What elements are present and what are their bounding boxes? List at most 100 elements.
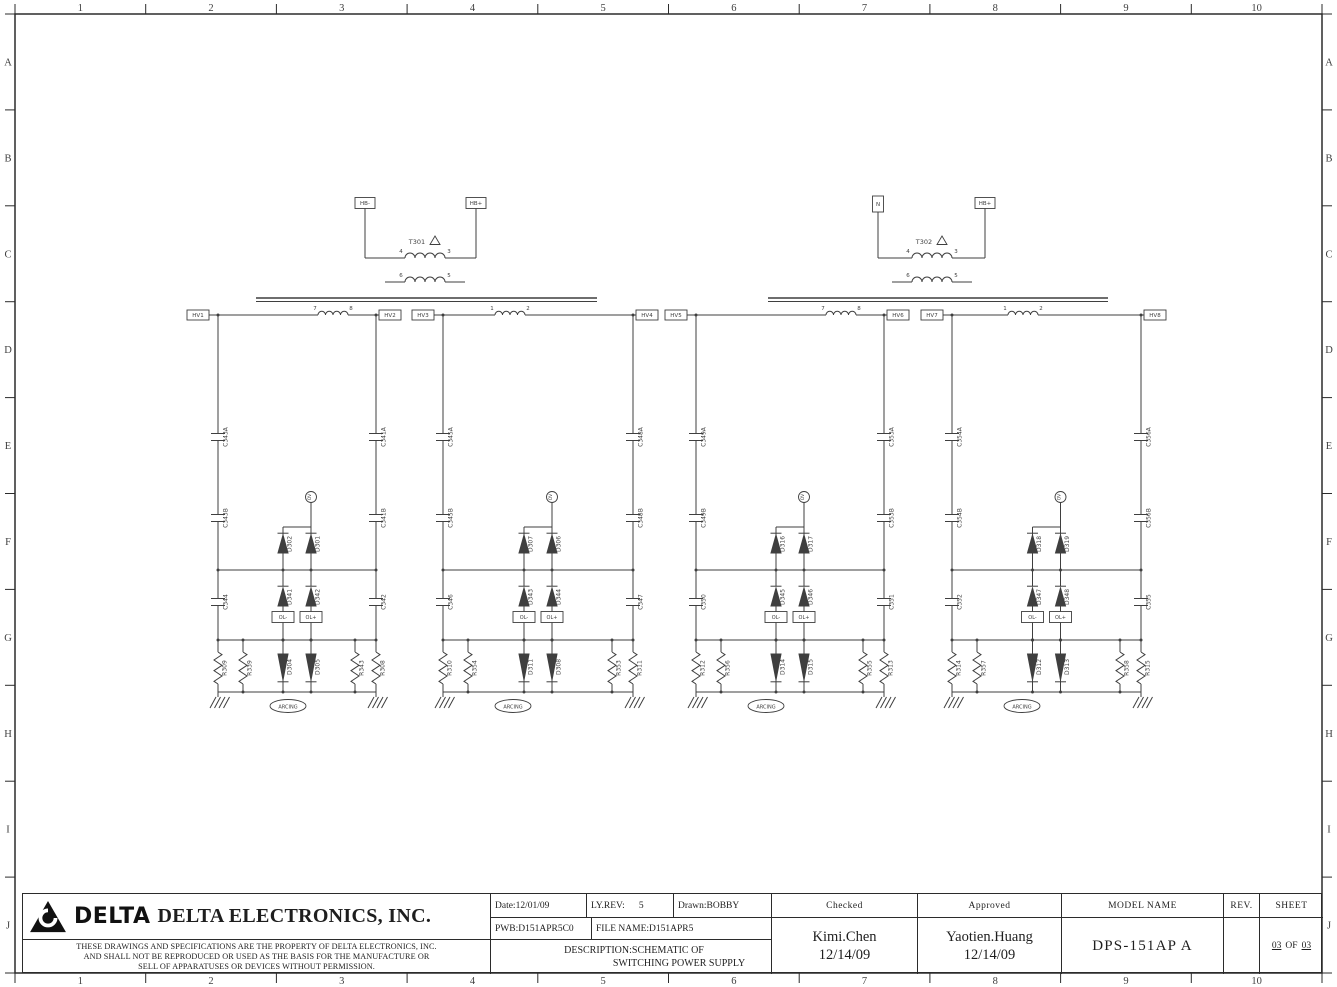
pin-number: 7: [313, 306, 317, 312]
resistor: [691, 651, 701, 685]
component-label: R310: [447, 660, 454, 676]
wire-gap: [1137, 514, 1145, 522]
zone-col-label: 8: [993, 976, 998, 987]
inductor-coil: [825, 310, 857, 316]
junction-dot: [281, 638, 285, 642]
inductor-coil: [1007, 310, 1039, 316]
junction-dot: [694, 568, 698, 572]
zone-col-label: 10: [1251, 3, 1262, 14]
component-label: D342: [315, 589, 322, 605]
resistor: [438, 651, 448, 685]
zone-col-label: 2: [208, 3, 213, 14]
zone-col-label: 4: [470, 976, 476, 987]
warning-triangle-icon: [936, 235, 948, 245]
component-label: D312: [1036, 659, 1043, 675]
junction-dot: [802, 638, 806, 642]
resistor: [371, 651, 381, 685]
component-label: R357: [981, 660, 988, 676]
approved-signature: Yaotien.Huang 12/14/09: [917, 917, 1061, 974]
ov-label: OV: [800, 493, 806, 500]
junction-dot: [882, 638, 886, 642]
description-value: SCHEMATIC OF: [631, 945, 704, 956]
ground-hatch: [372, 696, 379, 709]
junction-dot: [374, 638, 378, 642]
file-name-cell: FILE NAME:D151APR5: [591, 917, 771, 939]
wire-gap: [629, 433, 637, 441]
component-label: R358: [1124, 660, 1131, 676]
zone-col-label: 8: [993, 3, 998, 14]
component-label: R312: [700, 660, 707, 676]
zone-col-label: 5: [601, 3, 606, 14]
junction-dot: [1059, 638, 1062, 642]
drawn-value: BOBBY: [706, 900, 740, 911]
component-label: R339: [247, 660, 254, 676]
component-label: D305: [315, 659, 322, 675]
component-label: C349A: [701, 426, 708, 447]
zone-row-label: G: [4, 633, 12, 644]
zone-col-label: 1: [78, 3, 83, 14]
component-label: D318: [1036, 536, 1043, 552]
component-label: R356: [725, 660, 732, 676]
component-label: R311: [637, 660, 644, 676]
arcing-label: ARCING: [503, 705, 522, 711]
diode: [277, 653, 289, 681]
component-label: C356B: [1146, 508, 1153, 528]
component-label: D307: [528, 536, 535, 552]
wire-gap: [880, 598, 888, 606]
hv-terminal-label: HV2: [384, 313, 395, 319]
hv-terminal-label: HV6: [892, 313, 904, 319]
pin-number: 4: [399, 249, 403, 255]
diode: [798, 653, 810, 681]
disclaimer-line: SELL OF APPARATUSES OR DEVICES WITHOUT P…: [138, 962, 375, 971]
sheet-of: OF: [1285, 941, 1298, 951]
zone-col-label: 9: [1123, 3, 1128, 14]
ground-hatch: [629, 696, 636, 709]
junction-dot: [441, 568, 445, 572]
drawing-frame: [14, 13, 1323, 974]
wire-gap: [439, 433, 447, 441]
pin-number: 1: [490, 306, 494, 312]
file-name-value: D151APR5: [649, 923, 694, 934]
ground-hatch: [687, 696, 695, 709]
junction-dot: [610, 638, 614, 642]
resistor: [607, 651, 617, 685]
ground-hatch: [367, 696, 375, 709]
checked-signature: Kimi.Chen 12/14/09: [771, 917, 917, 974]
resistor: [463, 651, 473, 685]
pin-number: 1: [1003, 306, 1007, 312]
junction-dot: [466, 690, 470, 694]
zone-col-label: 6: [731, 3, 736, 14]
junction-dot: [631, 638, 635, 642]
component-label: D302: [287, 536, 294, 552]
resistor: [879, 651, 889, 685]
component-label: D347: [1036, 589, 1043, 605]
resistor: [350, 651, 360, 685]
junction-dot: [861, 638, 865, 642]
component-label: D341: [287, 589, 294, 605]
component-label: C354A: [957, 426, 964, 447]
component-label: C355: [1146, 594, 1153, 610]
resistor: [213, 651, 223, 685]
component-label: D343: [528, 589, 535, 605]
component-label: R314: [956, 660, 963, 676]
wire-gap: [692, 598, 700, 606]
ground-hatch: [948, 696, 955, 709]
transformer-name: T301: [408, 238, 425, 246]
hv-terminal: [635, 309, 659, 321]
diode: [546, 653, 558, 681]
ground-hatch: [701, 696, 708, 709]
ground-hatch: [638, 696, 645, 709]
zone-row-label: B: [1325, 153, 1332, 164]
component-label: D344: [556, 589, 563, 605]
zone-col-label: 10: [1251, 976, 1262, 987]
component-label: D306: [556, 536, 563, 552]
diode: [518, 653, 530, 681]
ly-rev-cell: LY.REV:5: [586, 894, 673, 917]
ground-hatch: [439, 696, 446, 709]
pin-number: 6: [906, 273, 910, 279]
description-line2: SWITCHING POWER SUPPLY: [612, 958, 746, 969]
inductor-coil: [404, 276, 446, 283]
ground-hatch: [1146, 696, 1153, 709]
hv-terminal: [886, 309, 910, 321]
ov-label: OV: [1057, 493, 1063, 500]
